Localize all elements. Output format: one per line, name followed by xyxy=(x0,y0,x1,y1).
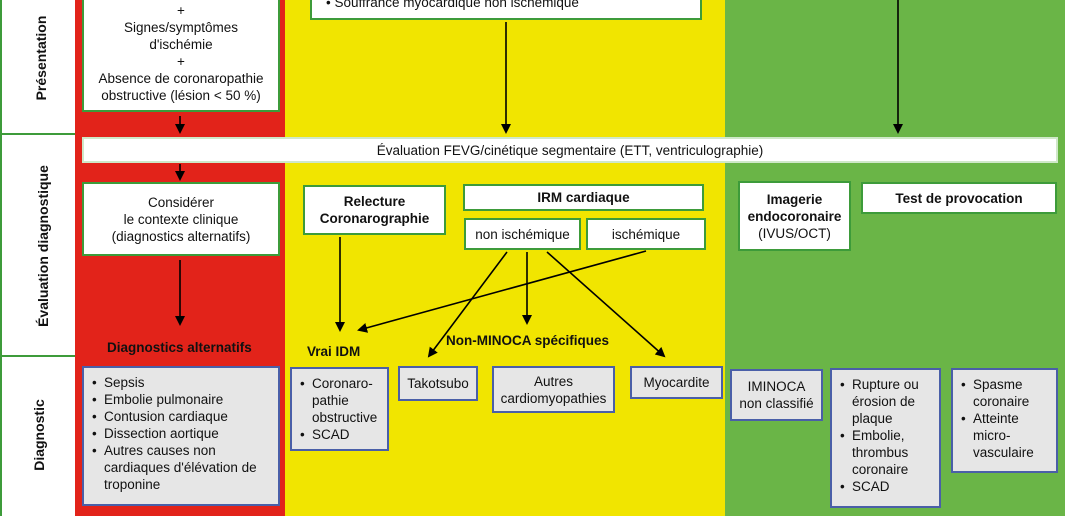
list-item: Embolie pulmonaire xyxy=(92,391,270,408)
rupture-list: Rupture ou érosion de plaque Embolie, th… xyxy=(840,376,931,495)
considerer-line: le contexte clinique xyxy=(123,211,239,227)
myocardite-box: Myocardite xyxy=(630,366,723,399)
considerer-box: Considérer le contexte clinique (diagnos… xyxy=(82,182,280,256)
list-item: SCAD xyxy=(840,478,931,495)
ischemique-box: ischémique xyxy=(586,218,706,250)
row-divider-2 xyxy=(0,355,75,357)
presentation-non-ischemic-text: Souffrance myocardique non ischémique xyxy=(334,0,579,10)
list-item: Contusion cardiaque xyxy=(92,408,270,425)
list-item: Atteinte micro-vasculaire xyxy=(961,410,1048,461)
vrai-idm-box: Coronaro-pathie obstructive SCAD xyxy=(290,367,389,451)
presentation-line: + xyxy=(177,54,185,69)
relecture-box: Relecture Coronarographie xyxy=(303,185,446,235)
list-item: Dissection aortique xyxy=(92,425,270,442)
diagnostics-alternatifs-title: Diagnostics alternatifs xyxy=(107,340,252,355)
presentation-line: obstructive (lésion < 50 %) xyxy=(101,88,261,103)
spasme-box: Spasme coronaire Atteinte micro-vasculai… xyxy=(951,368,1058,473)
imagerie-line: endocoronaire xyxy=(747,208,842,224)
arrow xyxy=(357,250,647,333)
presentation-line: Absence de coronaropathie xyxy=(98,71,264,86)
non-ischemique-box: non ischémique xyxy=(464,218,581,250)
vrai-idm-title: Vrai IDM xyxy=(307,344,361,359)
list-item: Embolie, thrombus coronaire xyxy=(840,427,931,478)
takotsubo-box: Takotsubo xyxy=(398,366,478,401)
diagnostics-alternatifs-box: Sepsis Embolie pulmonaire Contusion card… xyxy=(82,366,280,506)
list-item: Coronaro-pathie obstructive xyxy=(300,375,379,426)
presentation-line: + xyxy=(177,3,185,18)
imagerie-sub: (IVUS/OCT) xyxy=(758,225,831,241)
list-item: Spasme coronaire xyxy=(961,376,1048,410)
presentation-line: Signes/symptômes xyxy=(123,20,239,35)
relecture-line: Relecture xyxy=(343,194,406,209)
imagerie-box: Imagerie endocoronaire (IVUS/OCT) xyxy=(738,181,851,251)
bullet: • xyxy=(326,0,335,10)
list-item: Autres causes non cardiaques d'élévation… xyxy=(92,442,270,493)
imagerie-line: Imagerie xyxy=(766,191,823,207)
list-item: Rupture ou érosion de plaque xyxy=(840,376,931,427)
label-column-border xyxy=(0,0,2,516)
considerer-line: (diagnostics alternatifs) xyxy=(111,228,251,244)
non-minoca-title: Non-MINOCA spécifiques xyxy=(446,333,610,348)
rupture-box: Rupture ou érosion de plaque Embolie, th… xyxy=(830,368,941,508)
autres-cardiomyopathies-box: Autres cardiomyopathies xyxy=(492,366,615,413)
irm-box: IRM cardiaque xyxy=(463,184,704,211)
presentation-non-ischemic-box: • Souffrance myocardique non ischémique xyxy=(310,0,702,20)
relecture-line: Coronarographie xyxy=(319,211,430,226)
test-provocation-box: Test de provocation xyxy=(861,182,1057,214)
presentation-minoca-box: + Signes/symptômes d'ischémie + Absence … xyxy=(82,0,280,112)
row-divider-1 xyxy=(0,133,75,135)
spasme-list: Spasme coronaire Atteinte micro-vasculai… xyxy=(961,376,1048,461)
presentation-line: d'ischémie xyxy=(149,37,213,52)
considerer-line: Considérer xyxy=(147,194,215,210)
vrai-idm-list: Coronaro-pathie obstructive SCAD xyxy=(300,375,379,443)
list-item: SCAD xyxy=(300,426,379,443)
arrow xyxy=(427,251,508,358)
arrow xyxy=(546,251,666,358)
list-item: Sepsis xyxy=(92,374,270,391)
alternatifs-list: Sepsis Embolie pulmonaire Contusion card… xyxy=(92,374,270,493)
iminoca-box: IMINOCA non classifié xyxy=(730,369,823,421)
fevg-evaluation-box: Évaluation FEVG/cinétique segmentaire (E… xyxy=(82,137,1058,163)
